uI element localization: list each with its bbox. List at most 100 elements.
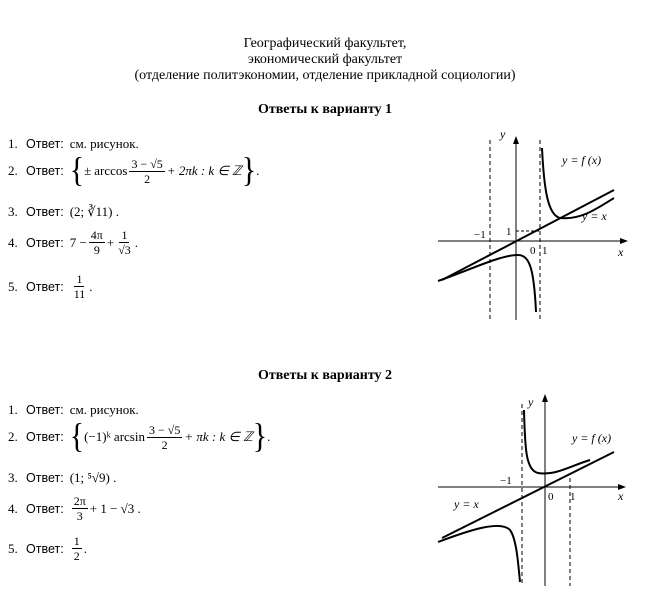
answer-text: (2; ∛11) . <box>69 204 120 219</box>
answer-number: 3. <box>8 470 18 485</box>
fraction: 3 − √5 2 <box>129 156 165 186</box>
answer-2-4: 4. Ответ: 2π 3 + 1 − √3 . <box>8 494 141 523</box>
answer-label: Ответ: <box>26 279 64 294</box>
f-curve-upper <box>541 147 615 220</box>
fraction: 1 √3 <box>116 228 133 257</box>
answer-number: 5. <box>8 278 18 294</box>
answer-tail: + πk : k ∈ ℤ <box>184 429 253 444</box>
right-brace: } <box>252 417 268 456</box>
answer-2-5: 5. Ответ: 1 2 . <box>8 534 87 563</box>
numerator: 1 <box>119 228 130 243</box>
answer-1-2: 2. Ответ: { ± arccos 3 − √5 2 + 2πk : k … <box>8 151 260 190</box>
answer-1-4: 4. Ответ: 7 − 4π 9 + 1 √3 . <box>8 228 138 257</box>
denominator: √3 <box>118 243 131 257</box>
tick-x1: 1 <box>542 245 548 257</box>
y-axis-label: y <box>527 395 534 409</box>
answer-text: см. рисунок. <box>69 136 139 151</box>
plus-minus: ± <box>84 163 92 178</box>
line-y-eq-x <box>441 451 615 539</box>
fraction: 1 2 <box>71 534 82 563</box>
answer-number: 1. <box>8 402 18 417</box>
answer-text: (1; ⁵√9) . <box>69 470 117 485</box>
tick-origin: 0 <box>530 245 536 257</box>
left-brace: { <box>69 151 85 190</box>
answer-text: см. рисунок. <box>69 402 139 417</box>
variant-2-graph: y x y = f (x) y = x −1 0 1 <box>437 394 626 586</box>
fraction: 4π 9 <box>88 228 105 257</box>
fraction: 1 11 <box>72 272 88 301</box>
f-label: y = f (x) <box>571 431 611 445</box>
tick-origin: 0 <box>548 491 554 503</box>
line-label: y = x <box>453 497 479 511</box>
answer-label: Ответ: <box>26 235 64 250</box>
variant-2-title: Ответы к варианту 2 <box>257 368 393 383</box>
answer-2-3: 3. Ответ: (1; ⁵√9) . <box>8 470 116 486</box>
numerator: 1 <box>71 534 82 549</box>
tick-neg1: −1 <box>474 229 486 241</box>
denominator: 11 <box>73 287 86 301</box>
answer-2-2: 2. Ответ: { (−1)ᵏ arcsin 3 − √5 2 + πk :… <box>8 417 271 456</box>
answer-1-3: 3. Ответ: (2; ∛11) . <box>8 204 119 220</box>
answer-label: Ответ: <box>26 430 64 444</box>
left-brace: { <box>69 417 85 456</box>
numerator: 3 − √5 <box>129 156 165 172</box>
numerator: 4π <box>88 228 105 243</box>
fraction: 3 − √5 2 <box>146 422 183 452</box>
denominator: 2 <box>73 549 80 563</box>
period: . <box>83 540 87 556</box>
header-line-3: (отделение политэкономии, отделение прик… <box>134 68 516 83</box>
period: . <box>89 278 93 294</box>
header-line-2: экономический факультет <box>247 52 403 67</box>
answer-number: 4. <box>8 500 18 516</box>
period: . <box>267 429 271 444</box>
fraction: 2π 3 <box>71 494 88 523</box>
x-axis-label: x <box>617 245 624 259</box>
denominator: 2 <box>161 437 168 452</box>
x-axis-label: x <box>617 489 624 503</box>
y-axis-arrow <box>542 394 548 402</box>
x-axis-arrow <box>620 238 628 244</box>
answer-label: Ответ: <box>26 137 64 151</box>
tick-y1: 1 <box>506 226 512 238</box>
f-curve-lower <box>437 253 537 313</box>
answer-label: Ответ: <box>26 501 64 516</box>
period: . <box>256 163 260 178</box>
f-label: y = f (x) <box>561 153 601 167</box>
f-curve-upper <box>523 409 591 475</box>
answer-tail: + 1 − √3 . <box>89 500 141 516</box>
answer-1-1: 1. Ответ: см. рисунок. <box>8 136 139 152</box>
line-y-eq-x <box>441 189 615 281</box>
f-curve-lower <box>437 525 521 583</box>
answer-label: Ответ: <box>26 471 64 485</box>
function-name: arccos <box>94 163 128 178</box>
header-line-1: Географический факультет, <box>243 36 407 51</box>
numerator: 3 − √5 <box>146 422 183 438</box>
faculty-header: Географический факультет, экономический … <box>0 36 650 84</box>
answer-label: Ответ: <box>26 164 64 178</box>
answer-label: Ответ: <box>26 205 64 219</box>
answer-number: 2. <box>8 429 18 444</box>
answer-label: Ответ: <box>26 403 64 417</box>
y-axis-label: y <box>499 127 506 141</box>
x-axis-arrow <box>618 484 626 490</box>
tick-x1: 1 <box>570 491 576 503</box>
answer-number: 1. <box>8 136 18 151</box>
y-axis-arrow <box>513 136 519 144</box>
denominator: 3 <box>76 509 83 523</box>
answer-pre: 7 − <box>69 234 87 250</box>
answer-number: 2. <box>8 163 18 178</box>
plus-sign: + <box>106 234 115 250</box>
answer-number: 4. <box>8 234 18 250</box>
tick-neg1: −1 <box>500 475 512 487</box>
numerator: 1 <box>74 272 85 287</box>
answer-pre: (−1)ᵏ arcsin <box>84 429 145 444</box>
answer-number: 5. <box>8 540 18 556</box>
variant-1-graph: y x y = f (x) y = x −1 1 0 1 <box>437 127 628 320</box>
answer-label: Ответ: <box>26 541 64 556</box>
variant-1-title: Ответы к варианту 1 <box>257 102 393 117</box>
answer-1-5: 5. Ответ: 1 11 . <box>8 272 93 301</box>
denominator: 9 <box>93 243 100 257</box>
line-label: y = x <box>581 209 607 223</box>
period: . <box>134 234 139 250</box>
denominator: 2 <box>144 171 151 186</box>
